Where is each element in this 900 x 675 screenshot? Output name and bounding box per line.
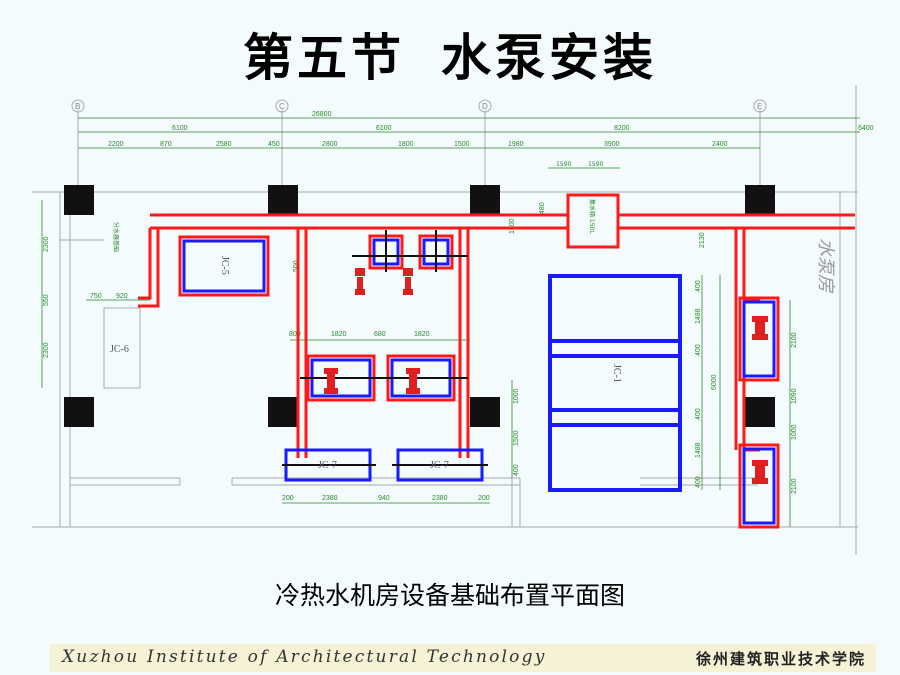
dim-left-small: 920 bbox=[116, 293, 128, 300]
dim-top: 6100 bbox=[172, 125, 188, 132]
dim-row2: 1800 bbox=[398, 141, 414, 148]
dim-tank: 1590 bbox=[588, 161, 603, 168]
dim-row2: 2800 bbox=[322, 141, 338, 148]
tank-label: 集水箱 150L bbox=[588, 199, 596, 234]
dim-total: 26800 bbox=[312, 111, 332, 118]
side-note: 分水器基础 bbox=[112, 222, 120, 252]
dim-c-col: 1500 bbox=[513, 430, 520, 446]
structural-columns bbox=[64, 185, 775, 427]
footer-bar: Xuzhou Institute of Architectural Techno… bbox=[50, 644, 876, 672]
dim-c-col: 1000 bbox=[513, 388, 520, 404]
footer-institute-cn: 徐州建筑职业技术学院 bbox=[695, 650, 866, 668]
dim-bottom: 200 bbox=[282, 495, 294, 502]
dim-row2: 3900 bbox=[604, 141, 620, 148]
dim-misc: 1500 bbox=[509, 218, 516, 234]
dim-right-edge: 1090 bbox=[791, 388, 798, 404]
foundation-jc5-outer bbox=[178, 235, 270, 297]
dim-misc: 480 bbox=[539, 202, 546, 214]
axis-label: B bbox=[75, 102, 80, 111]
dim-mid: 680 bbox=[374, 331, 386, 338]
dim-top: 6100 bbox=[376, 125, 392, 132]
dim-left-small: 750 bbox=[90, 293, 102, 300]
foundation-jc7-b-label: JC-7 bbox=[430, 460, 449, 471]
collecting-tank bbox=[566, 193, 620, 249]
dim-row2: 2580 bbox=[216, 141, 232, 148]
foundation-jc5-label: JC-5 bbox=[219, 256, 230, 275]
dim-c-top: 2130 bbox=[699, 232, 706, 248]
dim-left: 2300 bbox=[43, 342, 50, 358]
dim-jc1-height: 6000 bbox=[711, 374, 718, 390]
title-topic: 水泵安装 bbox=[441, 28, 657, 87]
dim-mid: 800 bbox=[289, 331, 301, 338]
dim-row2: 2400 bbox=[712, 141, 728, 148]
dim-left: 550 bbox=[43, 294, 50, 306]
foundation-jc1-label: JC-1 bbox=[611, 364, 622, 383]
dim-left: 2300 bbox=[43, 236, 50, 252]
building-lines bbox=[32, 85, 858, 555]
dim-bottom: 200 bbox=[478, 495, 490, 502]
foundation-jc6-label: JC-6 bbox=[110, 344, 129, 355]
pump-base-right bbox=[738, 296, 780, 382]
foundation-jc1 bbox=[548, 274, 682, 492]
foundation-jc7-a-label: JC-7 bbox=[318, 460, 337, 471]
axis-markers: B C D E bbox=[71, 99, 767, 113]
dim-top: 8200 bbox=[614, 125, 630, 132]
axis-label: C bbox=[279, 102, 285, 111]
dim-row2: 450 bbox=[268, 141, 280, 148]
dim-tank: 1590 bbox=[556, 161, 571, 168]
dim-right-col: 400 bbox=[695, 344, 702, 356]
dim-right-col: 400 bbox=[695, 408, 702, 420]
pump-base-right bbox=[738, 443, 780, 529]
dim-right-col: 400 bbox=[695, 280, 702, 292]
dim-right-edge: 1000 bbox=[791, 424, 798, 440]
dim-top: 6400 bbox=[858, 125, 874, 132]
footer-institute-en: Xuzhou Institute of Architectural Techno… bbox=[62, 647, 547, 667]
dim-right-edge: 2100 bbox=[791, 478, 798, 494]
foundation-jc5 bbox=[182, 239, 266, 293]
dim-c-col: 400 bbox=[513, 464, 520, 476]
dim-bottom: 2380 bbox=[432, 495, 448, 502]
axis-label: E bbox=[757, 102, 762, 111]
title-section: 第五节 bbox=[243, 28, 405, 87]
dim-row2: 1980 bbox=[508, 141, 524, 148]
axis-label: D bbox=[482, 102, 488, 111]
drawing-caption: 冷热水机房设备基础布置平面图 bbox=[274, 581, 625, 610]
dim-row2: 2200 bbox=[108, 141, 124, 148]
dimension-lines bbox=[41, 117, 860, 527]
dim-right-col: 1488 bbox=[695, 308, 702, 324]
dim-right-col: 400 bbox=[695, 476, 702, 488]
dim-row2: 1500 bbox=[454, 141, 470, 148]
dim-right-edge: 2100 bbox=[791, 332, 798, 348]
dim-row2: 870 bbox=[160, 141, 172, 148]
dim-right-col: 1488 bbox=[695, 442, 702, 458]
page-title: 第五节水泵安装 bbox=[0, 18, 900, 90]
dim-mid: 1820 bbox=[331, 331, 347, 338]
dim-bottom: 940 bbox=[378, 495, 390, 502]
dim-bottom: 2380 bbox=[322, 495, 338, 502]
pump-symbols bbox=[355, 268, 413, 295]
dim-mid: 1820 bbox=[414, 331, 430, 338]
pump-axis-lines bbox=[352, 230, 468, 272]
room-label: 水泵房 bbox=[815, 238, 836, 294]
